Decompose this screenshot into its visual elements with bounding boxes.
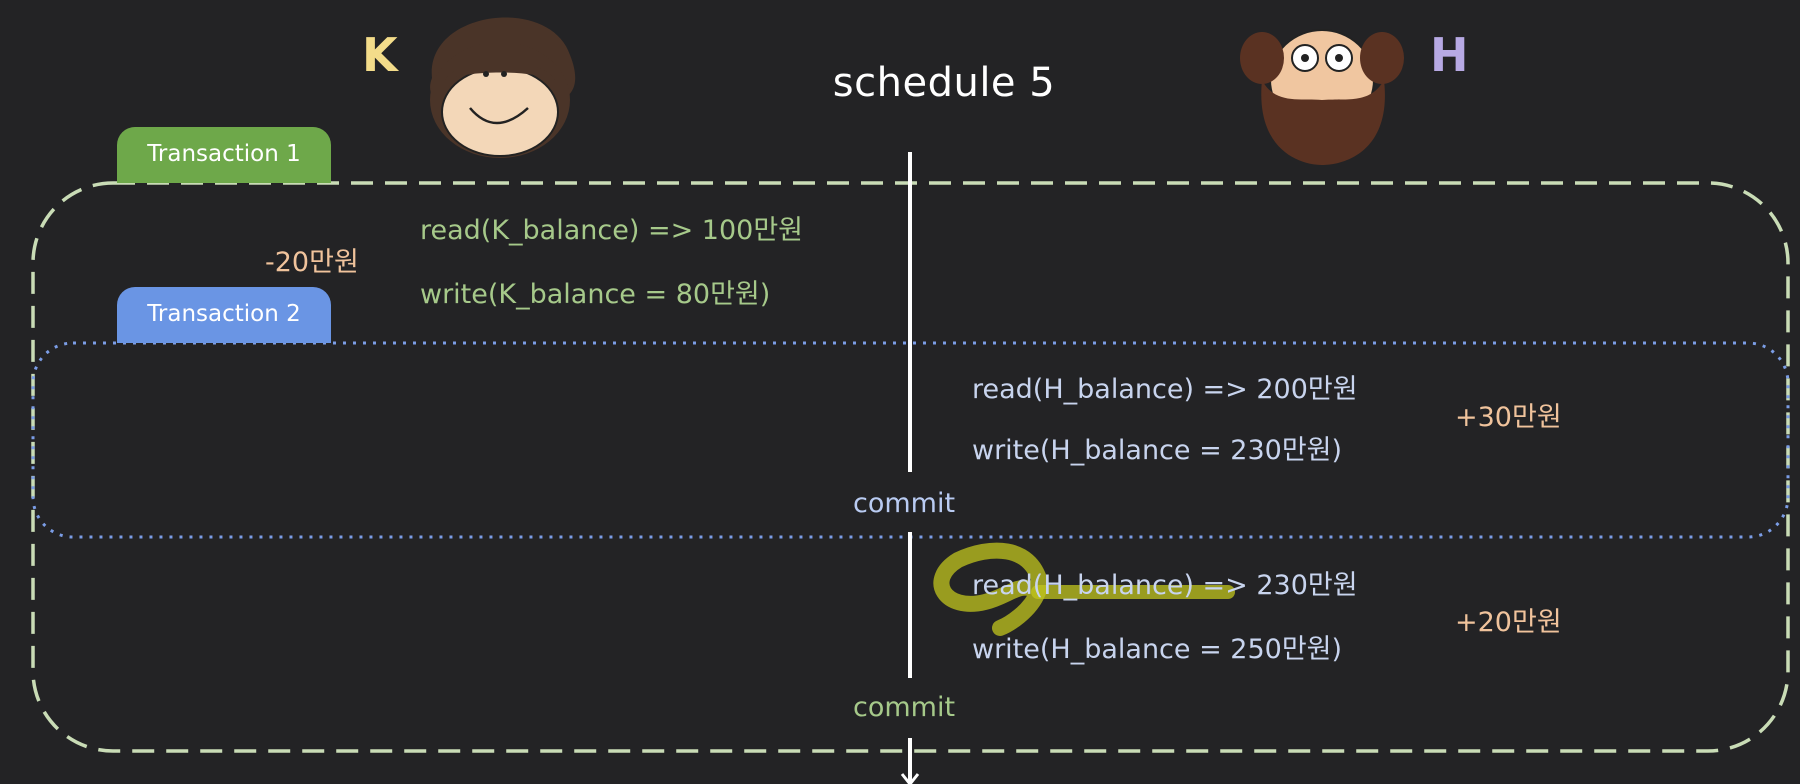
t1-read-k-balance: read(K_balance) => 100만원 [420,215,804,246]
timeline-arrow-head [900,773,920,784]
t1-commit: commit [853,692,956,723]
page-title: schedule 5 [832,60,1056,106]
t1-delta-k: -20만원 [265,247,359,278]
t1-write-k-balance: write(K_balance = 80만원) [420,279,771,310]
t2-read-h-balance: read(H_balance) => 200만원 [972,374,1358,405]
highlight-annotation [933,542,1235,636]
transaction-1-tab: Transaction 1 [117,127,331,183]
t1-write-h-balance: write(H_balance = 250만원) [972,634,1343,665]
t1-read-h-balance: read(H_balance) => 230만원 [972,570,1358,601]
t2-delta-h: +30만원 [1455,402,1562,433]
transaction-2-tab: Transaction 2 [117,287,331,343]
user-h-label: H [1430,28,1469,82]
avatar-h-icon [1240,29,1404,165]
avatar-k-icon [430,17,576,158]
user-k-label: K [362,28,398,82]
t2-commit: commit [853,488,956,519]
t1-delta-h: +20만원 [1455,607,1562,638]
t2-write-h-balance: write(H_balance = 230만원) [972,435,1343,466]
